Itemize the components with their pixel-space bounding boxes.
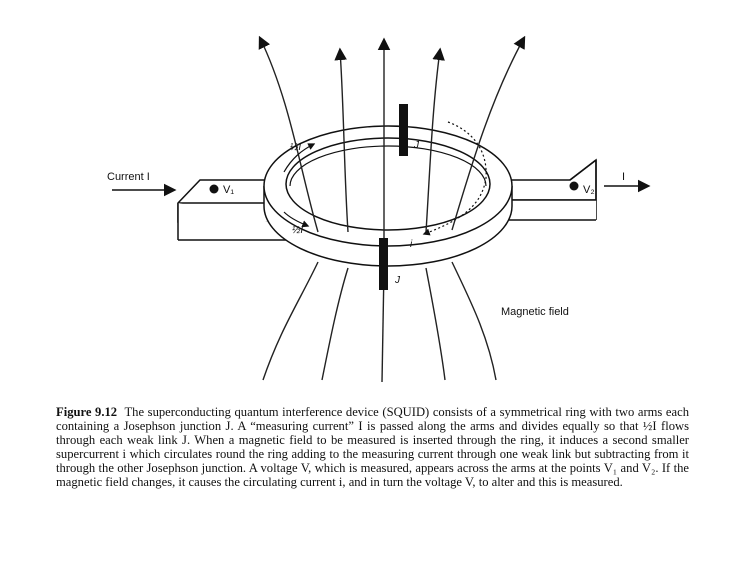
figure-label: Figure 9.12 (56, 405, 118, 419)
field-line-lower-5 (451, 261, 497, 381)
current-flow-arrows (283, 121, 487, 236)
half-current-bottom-arrow (283, 211, 310, 228)
label-current-out: I (622, 171, 625, 183)
label-current-in: Current I (107, 171, 150, 183)
field-line-lower-4 (425, 267, 446, 381)
field-line-lower-1 (262, 261, 319, 381)
field-lines-lower (262, 261, 497, 383)
superconducting-ring (263, 125, 513, 267)
field-lines-upper (258, 35, 526, 238)
label-junction-top: J (413, 140, 420, 151)
label-v2: V₂ (583, 184, 595, 196)
field-line-upper-5 (451, 35, 526, 231)
label-v1: V₁ (223, 184, 234, 196)
v1-contact-point (209, 184, 219, 194)
half-current-top-arrow (283, 143, 316, 173)
label-circulating-current: i (410, 239, 413, 250)
field-line-upper-2 (334, 47, 349, 233)
field-line-upper-1 (258, 35, 319, 233)
circulating-current-arrow (422, 121, 487, 236)
right-terminal (486, 158, 597, 221)
field-line-upper-4 (425, 47, 445, 233)
left-terminal (177, 179, 288, 241)
label-magnetic-field: Magnetic field (501, 306, 569, 318)
label-half-current-bottom: ½I (292, 225, 303, 236)
squid-diagram: Current I I V₁ V₂ ½I ½I J J i Magnetic f… (107, 35, 651, 383)
junction-top (399, 104, 408, 156)
label-half-current-top: ½I (290, 142, 301, 153)
junction-bottom (379, 238, 388, 290)
label-junction-bottom: J (394, 275, 401, 286)
caption-text: The superconducting quantum interference… (56, 405, 690, 489)
josephson-junctions (379, 104, 408, 290)
field-line-lower-2 (321, 267, 349, 381)
figure-caption: Figure 9.12 The superconducting quantum … (56, 405, 689, 489)
v2-contact-point (569, 181, 579, 191)
